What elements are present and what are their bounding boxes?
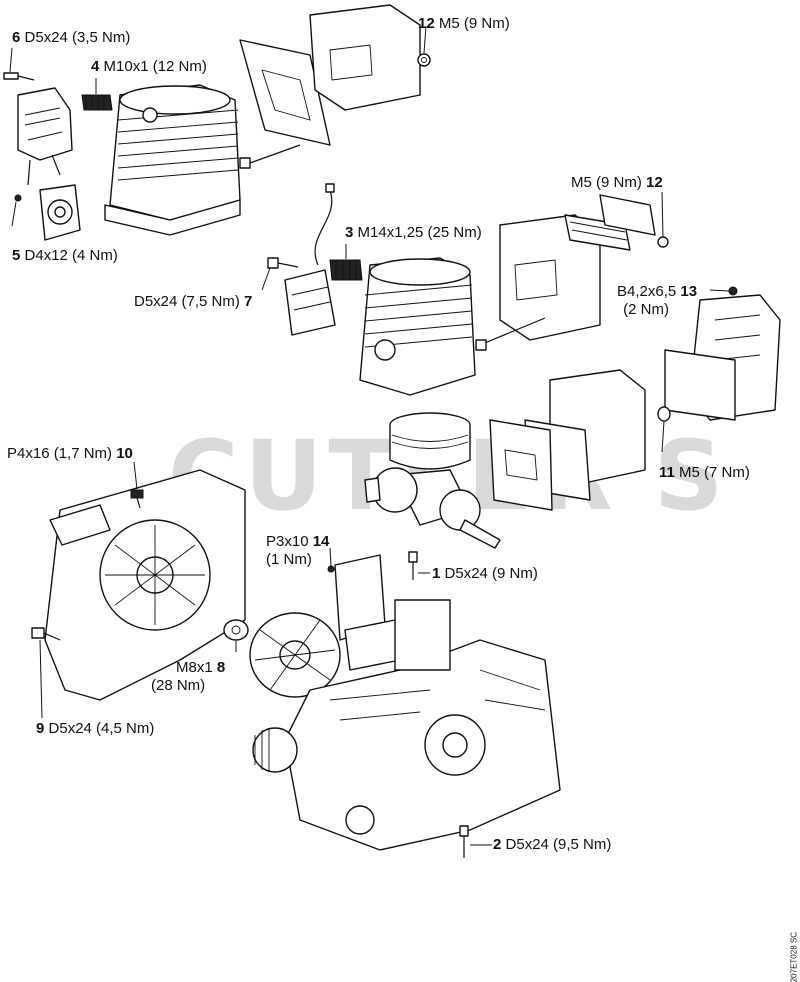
callout-spec: M10x1 (12 Nm) — [103, 58, 207, 75]
spark-arrestor-screen — [664, 349, 736, 421]
ignition-wire — [314, 183, 335, 266]
callout-spec: D4x12 (4 Nm) — [24, 247, 118, 264]
callout-spec: D5x24 (3,5 Nm) — [24, 29, 131, 46]
callout-spec-torque: (2 Nm) — [623, 301, 669, 318]
screw-13 — [728, 286, 738, 296]
callout-spec: M5 (7 Nm) — [679, 464, 750, 481]
nut-8 — [223, 619, 249, 641]
leader-lines — [9, 25, 730, 846]
ignition-module-upper — [17, 87, 73, 186]
callout-6: 6 D5x24 (3,5 Nm) — [12, 29, 130, 47]
gasket-muffler — [489, 419, 591, 511]
flywheel — [249, 612, 341, 698]
spark-plug-4 — [81, 94, 113, 111]
callout-spec: D5x24 (7,5 Nm) — [134, 293, 240, 310]
callout-13: B4,2x6,5 13 (2 Nm) — [617, 283, 697, 319]
callout-spec: M14x1,25 (25 Nm) — [357, 224, 482, 241]
heat-shield-12 — [564, 194, 669, 251]
callout-12-middle: M5 (9 Nm) 12 — [571, 174, 663, 192]
muffler-middle — [475, 214, 601, 351]
callout-1: 1 D5x24 (9 Nm) — [432, 565, 538, 583]
callout-number: 11 — [659, 464, 675, 481]
callout-10: P4x16 (1,7 Nm) 10 — [7, 445, 133, 463]
callout-8: M8x1 8 (28 Nm) — [151, 659, 225, 695]
intake-flange-5 — [39, 184, 81, 241]
screw-9 — [31, 627, 61, 641]
piston — [389, 412, 471, 470]
callout-spec: M8x1 — [176, 659, 213, 676]
callout-number: 10 — [116, 445, 133, 462]
callout-spec: M5 (9 Nm) — [438, 15, 510, 32]
crankshaft — [364, 467, 501, 549]
callout-number: 5 — [12, 247, 21, 264]
screw-5 — [14, 194, 22, 202]
callout-12-upper: 12 M5 (9 Nm) — [418, 15, 510, 33]
callout-spec: D5x24 (4,5 Nm) — [48, 720, 155, 737]
callout-number: 6 — [12, 29, 21, 46]
callout-number: 2 — [493, 836, 502, 853]
callout-number: 8 — [216, 659, 226, 676]
ignition-module-middle — [284, 269, 336, 336]
cylinder-middle — [359, 257, 476, 396]
screw-1 — [408, 551, 418, 580]
callout-number: 12 — [418, 15, 435, 32]
screw-6 — [3, 72, 35, 81]
callout-spec-torque: (28 Nm) — [151, 677, 206, 694]
gasket-plate-upper — [239, 39, 331, 169]
callout-spec: D5x24 (9 Nm) — [444, 565, 538, 582]
screw-7 — [267, 257, 299, 269]
callout-number: 13 — [680, 283, 698, 300]
muffler-upper — [309, 4, 421, 111]
crankcase-gasket — [334, 554, 401, 671]
exploded-parts-diagram — [3, 4, 781, 858]
callout-spec: M5 (9 Nm) — [571, 174, 642, 191]
screw-10 — [130, 489, 144, 509]
callout-14: P3x10 14 (1 Nm) — [266, 533, 329, 569]
callout-11: 11 M5 (7 Nm) — [659, 464, 750, 482]
callout-number: 7 — [244, 293, 253, 310]
callout-spec: B4,2x6,5 — [617, 283, 677, 300]
callout-spec: D5x24 (9,5 Nm) — [505, 836, 612, 853]
crankcase-housing — [252, 599, 561, 851]
callout-number: 1 — [432, 565, 441, 582]
callout-2: 2 D5x24 (9,5 Nm) — [493, 836, 611, 854]
callout-number: 3 — [345, 224, 354, 241]
cylinder-upper — [104, 84, 241, 236]
callout-4: 4 M10x1 (12 Nm) — [91, 58, 207, 76]
nut-12-upper — [417, 53, 431, 67]
fan-housing — [44, 469, 246, 701]
callout-3: 3 M14x1,25 (25 Nm) — [345, 224, 482, 242]
callout-spec: P3x10 — [266, 533, 309, 550]
callout-number: 14 — [312, 533, 330, 550]
callout-number: 12 — [646, 174, 663, 191]
callout-spec: P4x16 (1,7 Nm) — [7, 445, 113, 462]
callout-9: 9 D5x24 (4,5 Nm) — [36, 720, 154, 738]
screw-2 — [459, 825, 469, 858]
callout-number: 9 — [36, 720, 45, 737]
callout-7: D5x24 (7,5 Nm) 7 — [134, 293, 252, 311]
callout-number: 4 — [91, 58, 100, 75]
callout-5: 5 D4x12 (4 Nm) — [12, 247, 118, 265]
nut-11 — [657, 406, 671, 422]
spark-plug-3 — [329, 259, 363, 281]
drawing-code: 207ET028 SC — [789, 932, 798, 982]
callout-spec-torque: (1 Nm) — [266, 551, 312, 568]
